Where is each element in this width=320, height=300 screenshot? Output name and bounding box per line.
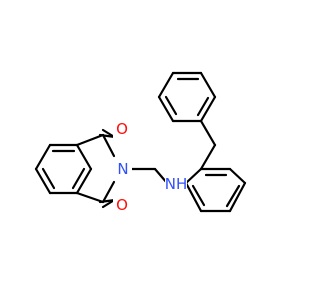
biphenyl-bond	[199, 143, 217, 171]
molecule-structure: O O N NH	[34, 71, 247, 215]
methylene-linker	[129, 167, 169, 185]
aniline-ring	[184, 167, 247, 213]
imide-ring	[75, 133, 116, 204]
phthalimide-benzene-ring	[34, 143, 93, 195]
imide-nitrogen-label: N	[117, 160, 128, 178]
upper-phenyl-ring	[157, 71, 217, 147]
oxygen-bottom-label: O	[116, 196, 128, 214]
carbonyl-bonds	[98, 128, 118, 209]
oxygen-top-label: O	[116, 120, 128, 138]
amine-nitrogen-label: NH	[165, 175, 188, 193]
atom-labels: O O N NH	[113, 120, 187, 215]
